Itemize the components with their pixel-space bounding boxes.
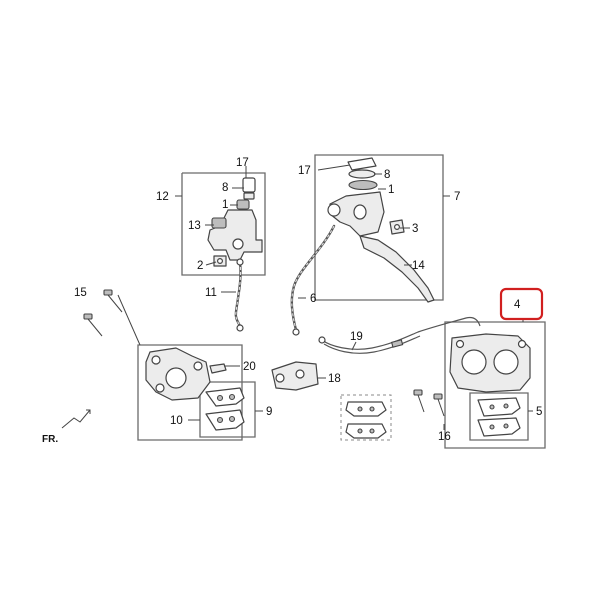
left-pad-lower [205, 409, 245, 431]
left-caliper-bolts-15 [83, 289, 123, 337]
reservoir-cap-17-right [347, 157, 377, 171]
callout-9: 9 [266, 406, 272, 418]
group-frame-9 [199, 381, 256, 438]
callout-14: 14 [412, 260, 425, 272]
callout-1-left: 1 [222, 199, 228, 211]
lever-bracket-13 [211, 217, 227, 229]
brake-hose-11 [234, 258, 244, 332]
callout-2: 2 [197, 260, 203, 272]
callout-19: 19 [350, 331, 363, 343]
plate-1-right [348, 179, 378, 191]
callout-20: 20 [243, 361, 256, 373]
diaphragm-8-right [348, 169, 376, 179]
bleeder-20 [209, 363, 227, 374]
callout-15: 15 [74, 287, 87, 299]
right-caliper-body [449, 333, 531, 393]
callout-6: 6 [310, 293, 316, 305]
right-caliper [449, 333, 531, 393]
callout-11: 11 [205, 287, 217, 299]
loose-pads-frame [340, 394, 392, 441]
left-pad-upper [205, 387, 245, 407]
right-caliper-bolts-16 [413, 389, 445, 417]
diaphragm-8-left [243, 192, 255, 200]
callout-17-right: 17 [298, 165, 311, 177]
callout-18: 18 [328, 373, 341, 385]
right-brake-pads [477, 397, 521, 437]
callout-3: 3 [412, 223, 418, 235]
highlight-box-callout-4 [499, 287, 544, 321]
right-master-cylinder [327, 157, 435, 303]
left-master-cylinder [207, 177, 263, 267]
left-brake-pads [205, 387, 245, 431]
caliper-bracket-18 [271, 361, 319, 391]
group-frame-4 [444, 321, 546, 449]
callout-4: 4 [514, 299, 521, 311]
group-frame-left-caliper [137, 344, 243, 441]
plate-1-left [236, 199, 250, 210]
callout-12: 12 [156, 191, 169, 203]
brake-lever-14 [359, 235, 435, 303]
callout-16: 16 [438, 431, 451, 443]
callout-13: 13 [188, 220, 201, 232]
front-direction-arrow [61, 409, 91, 429]
leader-lines [188, 164, 445, 430]
group-frame-5 [469, 392, 529, 441]
group-frame-7 [314, 154, 444, 301]
callout-5: 5 [536, 406, 542, 418]
callout-labels: 17 8 1 12 13 2 11 17 8 1 7 3 14 6 15 19 … [42, 157, 542, 445]
callout-7: 7 [454, 191, 460, 203]
callout-8-right: 8 [384, 169, 390, 181]
callout-10: 10 [170, 415, 183, 427]
callout-17-left: 17 [236, 157, 249, 169]
callout-8-left: 8 [222, 182, 228, 194]
callout-1-right: 1 [388, 184, 394, 196]
reservoir-cap-17-left [242, 177, 256, 193]
group-frame-12 [181, 172, 266, 276]
brake-hose-6 [290, 224, 336, 336]
front-direction-label: FR. [42, 434, 58, 445]
brake-cable-19 [318, 316, 481, 354]
loose-brake-pads [345, 401, 387, 439]
left-caliper [145, 347, 227, 401]
